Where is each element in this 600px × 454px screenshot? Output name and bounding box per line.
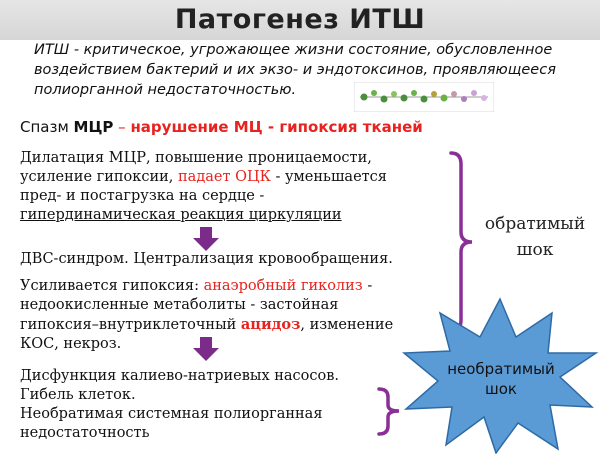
hypoxia-line-1-b: - [362,278,373,294]
hypoxia-line-4: КОС, некроз. [20,336,122,352]
hypoxia-line-3-a: гипоксия–внутриклеточный [20,317,241,333]
hypoxia-line-1: Усиливается гипоксия: анаэробный гиколиз… [20,277,440,296]
dic-line-1: ДВС-синдром. Централизация кровообращени… [20,251,393,267]
hyperdynamic-reaction-text: гипердинамическая реакция циркуляции [20,207,342,223]
reversible-line-2: шок [516,240,554,260]
pump-line-1: Дисфункция калиево-натриевых насосов. [20,368,340,384]
pump-line-4: недостаточность [20,425,150,441]
dilatation-line-2: усиление гипоксии, падает ОЦК - уменьшае… [20,168,430,187]
spasm-line: Спазм МЦР – нарушение МЦ - гипоксия ткан… [20,118,423,137]
spasm-prefix: Спазм [20,118,74,136]
dilatation-line-3: пред- и постагрузка на сердце - [20,188,265,204]
burst-star-shape [402,297,599,454]
spasm-mcr: МЦР [73,118,114,136]
spasm-dash: – [113,118,131,136]
irreversible-brace-icon [377,387,400,436]
definition-text: ИТШ - критическое, угрожающее жизни сост… [34,42,556,98]
down-arrow-icon [193,227,219,251]
title-bar [0,0,600,40]
dilatation-line-1: Дилатация МЦР, повышение проницаемости, [20,150,372,166]
pump-line-2: Гибель клеток. [20,387,136,403]
dilatation-line-2-a: усиление гипоксии, [20,169,179,185]
bcv-drop-text: падает ОЦК [178,169,271,185]
spasm-consequence: нарушение МЦ - гипоксия тканей [130,118,423,136]
hypoxia-line-3: гипоксия–внутриклеточный ацидоз, изменен… [20,315,440,335]
reversible-line-1: обратимый [484,214,586,234]
hypoxia-line-2: недоокисленные метаболиты - застойная [20,297,339,313]
dic-block: ДВС-синдром. Централизация кровообращени… [20,250,430,269]
dilatation-line-2-b: - уменьшается [270,169,387,185]
down-arrow-icon [193,337,219,361]
reversible-shock-label: обратимый шок [480,211,590,263]
hypoxia-line-3-b: , изменение [300,317,394,333]
irreversible-shock-label: необратимый шок [426,359,576,399]
dilatation-block: Дилатация МЦР, повышение проницаемости, … [20,149,430,225]
hypoxia-block: Усиливается гипоксия: анаэробный гиколиз… [20,277,440,354]
irreversible-line-1: необратимый [447,360,555,378]
anaerobic-glycolysis-text: анаэробный гиколиз [203,278,363,294]
acidosis-text: ацидоз [240,316,301,333]
hypoxia-line-1-a: Усиливается гипоксия: [20,278,204,294]
irreversible-line-2: шок [485,380,517,398]
slide-title: Патогенез ИТШ [174,4,426,35]
pump-line-3: Необратимая системная полиорганная [20,406,323,422]
molecule-image [354,82,494,112]
pump-dysfunction-block: Дисфункция калиево-натриевых насосов. Ги… [20,367,440,443]
